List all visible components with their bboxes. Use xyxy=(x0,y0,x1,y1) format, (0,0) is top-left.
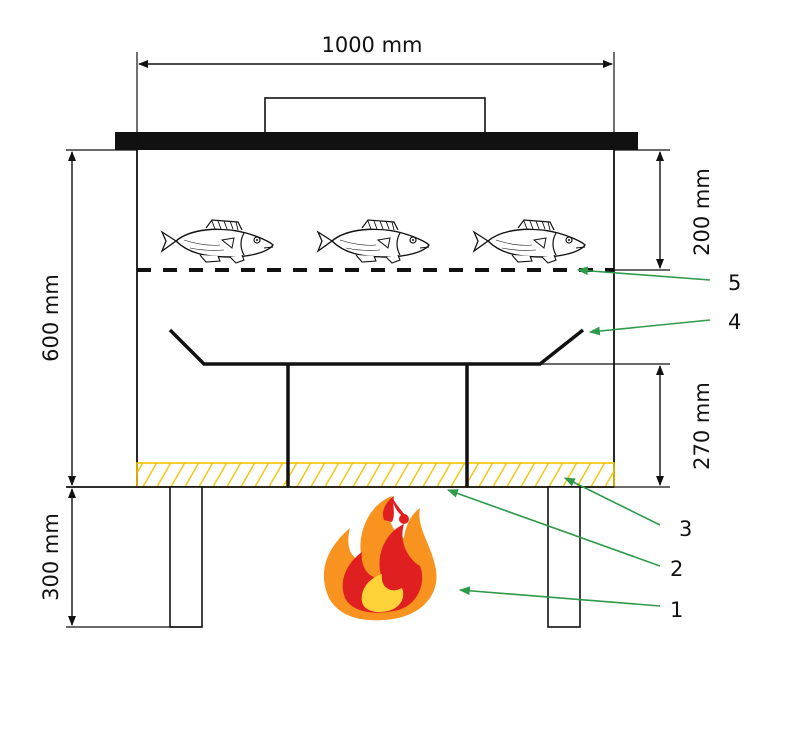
hatched-bottom-layer xyxy=(136,462,615,488)
width-label: 1000 mm xyxy=(321,33,422,57)
fish-zone-height-label: 200 mm xyxy=(690,168,714,256)
drip-pan xyxy=(168,328,585,366)
lid-handle xyxy=(264,97,486,135)
callout-number-1: 1 xyxy=(670,598,683,622)
pan-zone-height-label: 270 mm xyxy=(690,382,714,470)
callout-number-3: 3 xyxy=(679,517,692,541)
chamber-height-label: 600 mm xyxy=(39,274,63,362)
leg-height-label: 300 mm xyxy=(39,513,63,601)
callout-leader-1 xyxy=(458,586,661,607)
callout-leader-4 xyxy=(588,319,711,336)
flame-icon xyxy=(323,496,437,621)
callout-number-4: 4 xyxy=(728,310,741,334)
callout-number-5: 5 xyxy=(728,271,741,295)
lid xyxy=(115,132,638,150)
leg-right xyxy=(547,486,581,628)
leg-left xyxy=(169,486,203,628)
callout-leader-2 xyxy=(446,489,661,567)
callout-leader-5 xyxy=(576,266,711,281)
callout-leader-3 xyxy=(564,477,661,526)
callout-number-2: 2 xyxy=(670,557,683,581)
